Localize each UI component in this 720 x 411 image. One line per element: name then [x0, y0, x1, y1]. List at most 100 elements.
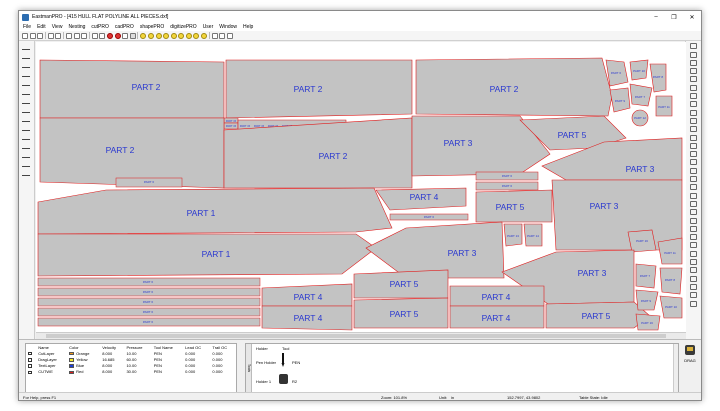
- save-icon[interactable]: [37, 32, 44, 39]
- small-part-shape[interactable]: [609, 87, 631, 113]
- zoom-all-icon[interactable]: [163, 32, 170, 39]
- rectangle-tool-icon[interactable]: [22, 89, 30, 95]
- strip-part-shape[interactable]: [37, 317, 261, 327]
- ellipse-tool-icon[interactable]: [22, 98, 30, 104]
- scale-tool-icon[interactable]: [22, 170, 30, 176]
- palette-tool-31-icon[interactable]: [690, 292, 697, 299]
- refresh-icon[interactable]: [219, 32, 226, 39]
- palette-tool-30-icon[interactable]: [690, 283, 697, 290]
- layer-visible-checkbox[interactable]: [28, 370, 32, 375]
- layer-row[interactable]: CUTWE Red 8.000 30.00 PEN 0.000 0.000: [26, 369, 236, 375]
- layer-visible-checkbox[interactable]: [28, 358, 32, 362]
- select-tool-icon[interactable]: [22, 44, 30, 50]
- palette-tool-23-icon[interactable]: [690, 225, 697, 232]
- menu-user[interactable]: User: [202, 24, 214, 30]
- strip-part-shape[interactable]: [37, 307, 261, 317]
- part-4-shape[interactable]: [261, 305, 353, 331]
- small-part-shape[interactable]: [635, 289, 659, 311]
- palette-tool-5-icon[interactable]: [690, 76, 697, 83]
- circle-tool-icon[interactable]: [22, 80, 30, 86]
- palette-tool-28-icon[interactable]: [690, 267, 697, 274]
- drag-knife-icon[interactable]: [685, 345, 695, 355]
- nesting-canvas[interactable]: PART 2 PART 2 PART 2 PART 6 PART 10 PART…: [36, 42, 686, 332]
- close-button[interactable]: ✕: [689, 14, 695, 21]
- part-4-shape[interactable]: [449, 305, 545, 329]
- palette-tool-14-icon[interactable]: [690, 151, 697, 158]
- part-2-shape[interactable]: [223, 117, 413, 189]
- palette-tool-12-icon[interactable]: [690, 134, 697, 141]
- small-part-shape[interactable]: [631, 109, 649, 127]
- col-velocity[interactable]: Velocity: [102, 344, 117, 350]
- small-part-shape[interactable]: [523, 223, 543, 247]
- part-5-shape[interactable]: [353, 297, 449, 329]
- disabled-icon[interactable]: [129, 32, 136, 39]
- open-file-icon[interactable]: [29, 32, 36, 39]
- zoom-out-icon[interactable]: [147, 32, 154, 39]
- small-part-shape[interactable]: [629, 59, 649, 81]
- col-trail-oc[interactable]: Trail OC: [212, 344, 228, 350]
- menu-help[interactable]: Help: [243, 24, 254, 30]
- strip-part-shape[interactable]: [37, 287, 261, 297]
- menu-cutpro[interactable]: cutPRO: [91, 24, 109, 30]
- menu-shapepro[interactable]: shapePRO: [139, 24, 165, 30]
- col-pressure[interactable]: Pressure: [126, 344, 143, 350]
- offset-tool-icon[interactable]: [22, 161, 30, 167]
- palette-tool-21-icon[interactable]: [690, 209, 697, 216]
- minimize-button[interactable]: –: [654, 14, 658, 20]
- cut-send-icon[interactable]: [99, 32, 106, 39]
- measure-tool-icon[interactable]: [22, 125, 30, 131]
- part-3-shape[interactable]: [541, 137, 683, 181]
- palette-tool-26-icon[interactable]: [690, 250, 697, 257]
- nesting-drawing[interactable]: PART 2 PART 2 PART 2 PART 6 PART 10 PART…: [36, 42, 686, 332]
- holder-icon[interactable]: [279, 374, 288, 384]
- redo-icon[interactable]: [55, 32, 62, 39]
- layer-visible-checkbox[interactable]: [28, 364, 32, 368]
- palette-tool-16-icon[interactable]: [690, 167, 697, 174]
- small-part-shape[interactable]: [657, 237, 683, 265]
- layer-row[interactable]: DragLayer Yellow 16.685 60.00 PEN 0.000 …: [26, 356, 236, 362]
- small-part-shape[interactable]: [389, 213, 469, 221]
- small-part-shape[interactable]: [659, 267, 683, 295]
- palette-tool-13-icon[interactable]: [690, 142, 697, 149]
- part-3-shape[interactable]: [551, 179, 683, 251]
- polyline-tool-icon[interactable]: [22, 62, 30, 68]
- text-tool-icon[interactable]: [22, 107, 30, 113]
- rotate-tool-icon[interactable]: [22, 152, 30, 158]
- arc-tool-icon[interactable]: [22, 71, 30, 77]
- palette-tool-20-icon[interactable]: [690, 200, 697, 207]
- palette-tool-8-icon[interactable]: [690, 101, 697, 108]
- small-part-shape[interactable]: [627, 229, 657, 253]
- layer-row[interactable]: TextLayer Blue 8.000 10.00 PEN 0.000 0.0…: [26, 363, 236, 369]
- line-tool-icon[interactable]: [22, 53, 30, 59]
- maximize-button[interactable]: ❐: [671, 14, 677, 21]
- drag-tool-box[interactable]: DRAG: [683, 345, 697, 387]
- menu-view[interactable]: View: [51, 24, 63, 30]
- tools-panel-scrollbar[interactable]: [673, 344, 678, 392]
- paste-icon[interactable]: [81, 32, 88, 39]
- title-bar[interactable]: EastmanPRO - [415 HULL FLAT POLYLINE ALL…: [19, 11, 701, 23]
- palette-tool-4-icon[interactable]: [690, 68, 697, 75]
- tools-panel-tab[interactable]: Tools: [246, 344, 252, 392]
- palette-tool-10-icon[interactable]: [690, 117, 697, 124]
- new-file-icon[interactable]: [22, 32, 28, 39]
- palette-tool-1-icon[interactable]: [690, 43, 697, 50]
- copy-icon[interactable]: [73, 32, 80, 39]
- zoom-table-icon[interactable]: [193, 32, 200, 39]
- nest-icon[interactable]: [91, 32, 98, 39]
- part-3-shape[interactable]: [365, 221, 505, 279]
- palette-tool-29-icon[interactable]: [690, 275, 697, 282]
- palette-tool-15-icon[interactable]: [690, 159, 697, 166]
- small-part-shape[interactable]: [659, 295, 683, 319]
- part-3-shape[interactable]: [411, 115, 551, 177]
- palette-tool-3-icon[interactable]: [690, 59, 697, 66]
- info-icon[interactable]: [211, 32, 218, 39]
- part-2-shape[interactable]: [225, 59, 413, 119]
- scrollbar-thumb[interactable]: [46, 334, 666, 338]
- col-name[interactable]: Name: [38, 344, 49, 350]
- small-part-shape[interactable]: [655, 95, 673, 117]
- cut-icon[interactable]: [65, 32, 72, 39]
- menu-file[interactable]: File: [23, 24, 32, 30]
- layer-row[interactable]: CutLayer Orange 8.000 10.00 PEN 0.000 0.…: [26, 350, 236, 356]
- col-lead-oc[interactable]: Lead OC: [185, 344, 202, 350]
- holder-1-label[interactable]: Holder 1: [256, 379, 272, 384]
